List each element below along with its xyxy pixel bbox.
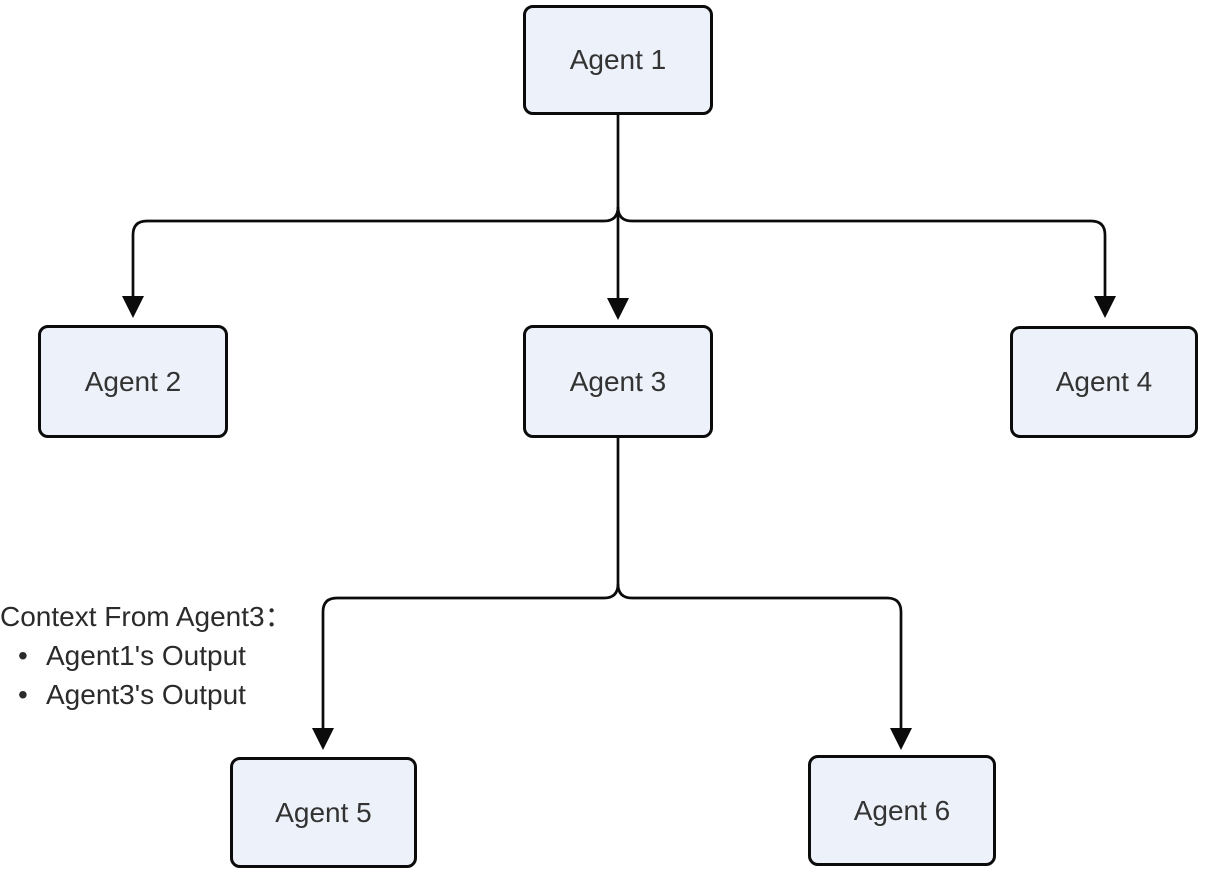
node-label: Agent 1 <box>569 44 667 75</box>
node-label: Agent 3 <box>569 365 667 397</box>
context-annotation: Context From Agent3： • Agent1's Output •… <box>0 597 320 714</box>
edge-agent1-agent2 <box>131 206 620 298</box>
edge-agent3-agent5 <box>321 438 620 730</box>
arrowhead-agent5 <box>312 728 334 750</box>
annotation-item-text: Agent3's Output <box>46 679 246 710</box>
annotation-item: • Agent1's Output <box>0 636 320 675</box>
node-agent-5: Agent 5 <box>230 757 417 868</box>
arrowhead-agent2 <box>122 296 144 318</box>
node-agent-1: Agent 1 <box>523 5 713 115</box>
bullet-icon: • <box>18 640 28 671</box>
node-agent-3: Agent 3 <box>523 325 713 438</box>
node-label: Agent 6 <box>853 794 951 826</box>
edge-agent3-agent6 <box>616 583 903 730</box>
arrowhead-agent3 <box>607 298 629 320</box>
annotation-item-text: Agent1's Output <box>46 640 246 671</box>
bullet-icon: • <box>18 679 28 710</box>
node-agent-4: Agent 4 <box>1010 326 1198 438</box>
node-agent-6: Agent 6 <box>808 755 996 866</box>
arrowhead-agent6 <box>890 728 912 750</box>
arrowhead-agent4 <box>1094 296 1116 318</box>
annotation-list: • Agent1's Output • Agent3's Output <box>0 636 320 714</box>
node-label: Agent 2 <box>84 365 182 397</box>
annotation-item: • Agent3's Output <box>0 675 320 714</box>
node-agent-2: Agent 2 <box>38 325 228 438</box>
node-label: Agent 5 <box>275 796 372 828</box>
annotation-title: Context From Agent3： <box>0 601 293 632</box>
edge-agent1-agent4 <box>616 206 1107 298</box>
node-label: Agent 4 <box>1055 366 1153 397</box>
